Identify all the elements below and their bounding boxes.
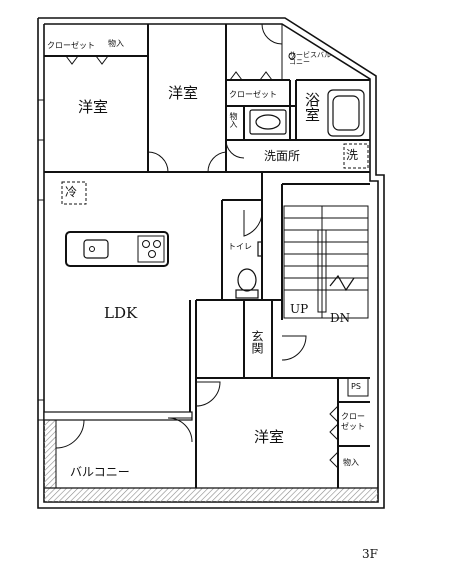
label-western-room-3: 洋室 bbox=[254, 428, 285, 446]
washer-space bbox=[343, 143, 369, 169]
label-stair-up: UP bbox=[290, 302, 309, 316]
bathtub bbox=[327, 89, 365, 137]
label-washroom: 洗面所 bbox=[264, 149, 301, 163]
washbasin bbox=[249, 109, 287, 135]
kitchen-counter bbox=[65, 231, 169, 267]
label-ldk: LDK bbox=[104, 304, 138, 322]
label-fridge: 冷 bbox=[65, 185, 78, 199]
label-closet-top: クローゼット bbox=[47, 41, 95, 50]
door-swings bbox=[55, 23, 307, 449]
window-marks bbox=[38, 99, 44, 421]
label-stair-down: DN bbox=[330, 311, 351, 325]
label-entrance: 玄関 bbox=[250, 330, 264, 354]
label-closet-right: クローゼット bbox=[341, 412, 365, 431]
interior-walls bbox=[44, 24, 370, 488]
label-storage-bottom: 物入 bbox=[343, 458, 359, 467]
label-pipe-space: PS bbox=[351, 382, 361, 391]
closet-door-marks bbox=[65, 55, 339, 469]
label-toilet: トイレ bbox=[228, 242, 252, 251]
label-closet-mid: クローゼット bbox=[229, 90, 277, 99]
service-balcony-area bbox=[281, 24, 370, 81]
pipe-space bbox=[347, 377, 369, 397]
label-storage-mid: 物入 bbox=[229, 112, 238, 128]
stair bbox=[283, 205, 369, 319]
label-balcony: バルコニー bbox=[70, 465, 130, 479]
label-storage-top: 物入 bbox=[108, 39, 124, 48]
label-western-room-2: 洋室 bbox=[168, 84, 199, 102]
label-western-room-1: 洋室 bbox=[78, 98, 109, 116]
toilet-fixture bbox=[235, 241, 263, 299]
label-service-balcony: サービスバルコニー bbox=[289, 51, 331, 66]
fridge-space bbox=[61, 181, 87, 205]
balcony-hatch bbox=[43, 411, 378, 502]
label-bath: 浴室 bbox=[303, 92, 321, 122]
label-wash: 洗 bbox=[346, 148, 359, 162]
floor-label: 3F bbox=[362, 547, 378, 561]
